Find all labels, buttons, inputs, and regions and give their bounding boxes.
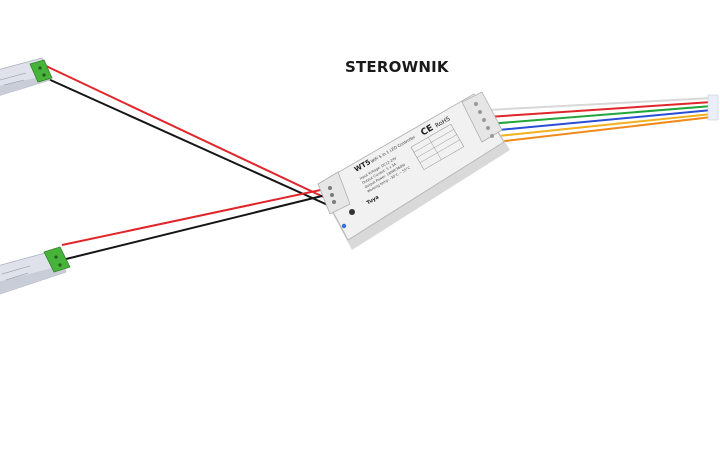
power-supply-top [0,57,53,96]
output-wire-red [487,101,713,118]
input-wires [45,65,331,261]
controller: WT5 WiFi 5 in 1 LED Controller CE RoHS I… [317,91,510,250]
psu2-negative-wire [61,193,331,261]
brand-label: Tuya [366,194,380,206]
psu2-terminal-block [43,246,71,273]
output-wire-orange [487,116,713,144]
output-wire-white [487,97,713,111]
input-terminal-block [317,171,351,215]
wiring-table [410,123,465,171]
output-wire-green [487,105,713,125]
controller-housing [317,93,505,241]
status-led [341,223,347,229]
psu1-negative-wire [45,77,331,207]
psu2-positive-wire [61,187,331,246]
output-wires [487,94,719,144]
psu1-terminal-block [29,59,53,83]
output-wire-yellow [487,113,713,138]
diagram-title: STEROWNIK [345,58,449,76]
psu1-positive-wire [45,65,331,201]
power-supply-bottom [0,246,71,295]
reset-button[interactable] [349,209,355,215]
output-wire-ends [707,94,719,121]
output-terminal-block [461,91,503,143]
output-wire-blue [487,109,713,132]
